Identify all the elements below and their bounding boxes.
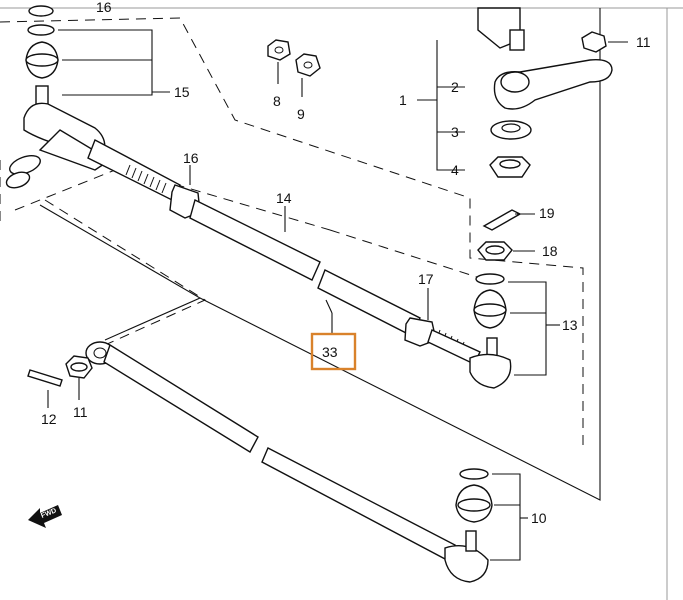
callout-8: 8 xyxy=(273,93,281,109)
leader-lines xyxy=(47,29,628,561)
group-outline-left xyxy=(39,204,202,341)
callout-14: 14 xyxy=(276,190,292,206)
callout-17: 17 xyxy=(418,271,434,287)
idler-arm-assembly xyxy=(477,7,613,178)
washer-and-nut xyxy=(267,39,321,77)
callout-33: 33 xyxy=(322,344,338,360)
callout-18: 18 xyxy=(542,243,558,259)
callout-3: 3 xyxy=(451,124,459,140)
drag-link xyxy=(85,341,493,583)
callout-11-top: 11 xyxy=(636,34,651,50)
callout-16: 16 xyxy=(183,150,199,166)
callout-19: 19 xyxy=(539,205,555,221)
callout-4: 4 xyxy=(451,162,459,178)
fwd-arrow-icon: FWD xyxy=(28,505,62,528)
callout-9: 9 xyxy=(297,106,305,122)
group-outline-right xyxy=(199,8,601,501)
adjuster-tube-upper xyxy=(87,139,321,281)
callout-13: 13 xyxy=(562,317,578,333)
callout-10: 10 xyxy=(531,510,547,526)
callout-11-lower: 11 xyxy=(73,404,88,420)
callout-15: 15 xyxy=(174,84,190,100)
callout-16-top: 16 xyxy=(96,0,112,15)
callout-labels: 16 15 16 1 2 3 4 11 8 9 19 18 14 17 13 3… xyxy=(41,0,651,526)
lower-left-pin-and-nut xyxy=(27,355,93,387)
adjuster-tube-lower xyxy=(317,269,481,365)
tie-rod-end-right xyxy=(469,273,512,389)
callout-2: 2 xyxy=(451,79,459,95)
cotter-pin-and-castle-nut xyxy=(477,209,522,261)
callout-1: 1 xyxy=(399,92,407,108)
highlight-box-33 xyxy=(310,332,357,371)
callout-12: 12 xyxy=(41,411,57,427)
